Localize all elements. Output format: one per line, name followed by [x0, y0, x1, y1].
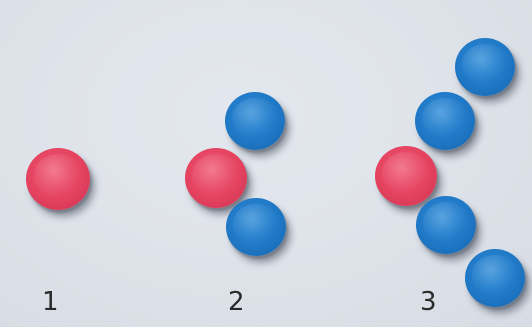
red-chip	[375, 146, 437, 206]
group-label-2: 2	[228, 289, 245, 315]
blue-chip	[455, 38, 515, 96]
blue-chip	[416, 196, 476, 254]
group-label-3: 3	[420, 289, 437, 315]
red-chip	[26, 148, 90, 210]
red-chip	[185, 148, 247, 208]
blue-chip	[415, 92, 475, 150]
blue-chip	[465, 249, 525, 307]
group-label-1: 1	[42, 289, 59, 315]
blue-chip	[225, 92, 285, 150]
blue-chip	[226, 198, 286, 256]
